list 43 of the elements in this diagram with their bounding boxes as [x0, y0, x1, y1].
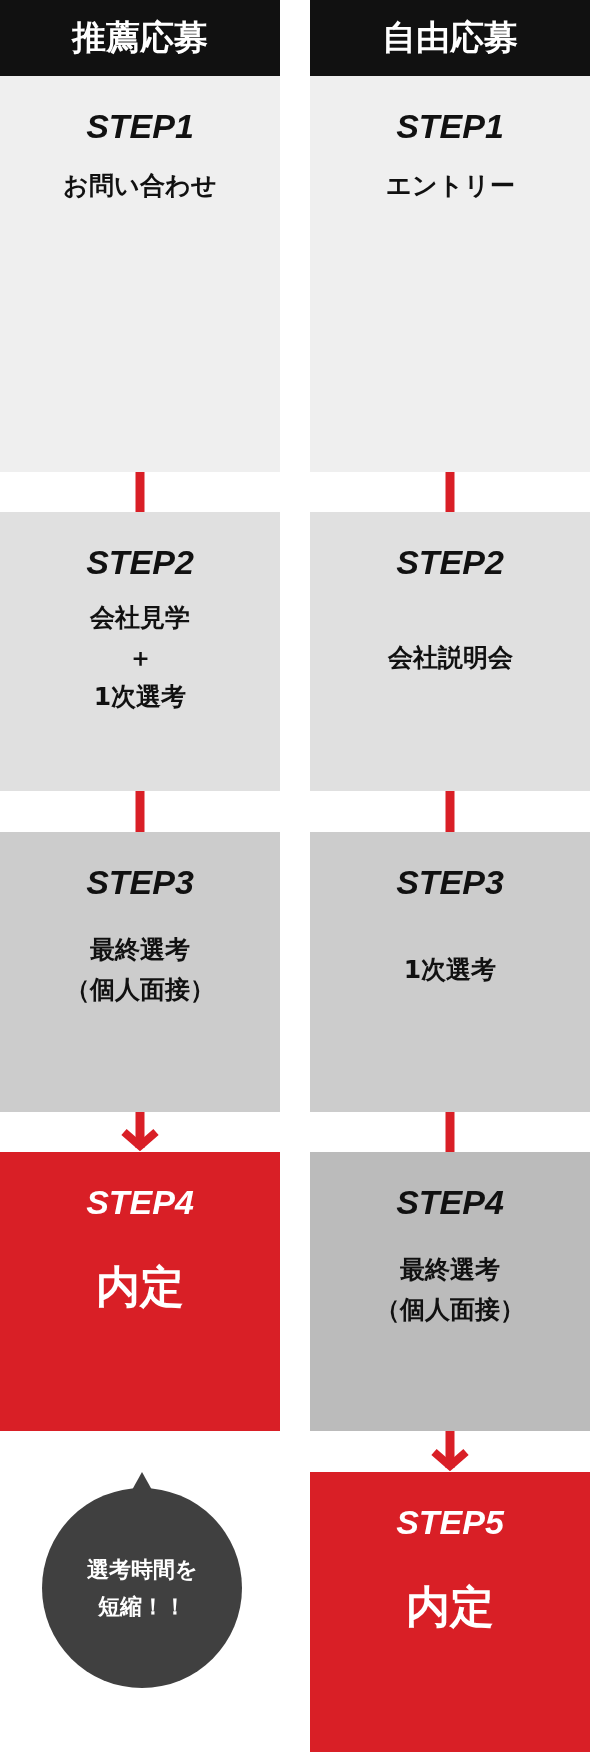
result-box [310, 1472, 590, 1752]
connector-line [445, 791, 455, 832]
header-band [310, 0, 590, 76]
step-box [310, 832, 590, 1112]
step-label: STEP2 [396, 542, 504, 583]
header-band [0, 0, 280, 76]
step-text: エントリー [385, 169, 515, 202]
step-text: 1次選考 [93, 681, 187, 714]
step-text: 最終選考 [400, 1253, 500, 1286]
step-text: ＋ [127, 641, 153, 674]
step-label: STEP4 [396, 1182, 504, 1223]
step-box [310, 76, 590, 472]
step-label: STEP1 [86, 106, 194, 147]
step-label: STEP4 [86, 1182, 194, 1223]
step-label: STEP3 [86, 862, 194, 903]
step-text: お問い合わせ [63, 169, 217, 202]
connector-line [445, 472, 455, 512]
step-box [0, 832, 280, 1112]
connector-line [445, 1112, 455, 1152]
step-label: STEP3 [396, 862, 504, 903]
arrow [120, 1112, 160, 1150]
step-text: （個人面接） [65, 973, 215, 1006]
step-label: STEP5 [396, 1502, 504, 1543]
step-label: STEP2 [86, 542, 194, 583]
step-box [0, 76, 280, 472]
arrow [430, 1431, 470, 1470]
connector-line [135, 791, 145, 832]
step-box [0, 512, 280, 791]
step-label: STEP1 [396, 106, 504, 147]
step-text: 内定 [96, 1259, 184, 1314]
step-text: 最終選考 [90, 933, 190, 966]
step-text: 会社見学 [90, 601, 190, 634]
step-text: 1次選考 [403, 953, 497, 986]
step-text: （個人面接） [375, 1293, 525, 1326]
bubble-text: 選考時間を短縮！！ [85, 1555, 199, 1621]
step-text: 会社説明会 [387, 641, 513, 674]
connector-line [135, 472, 145, 512]
header-text: 自由応募 [382, 16, 518, 60]
step-box [310, 512, 590, 791]
header-text: 推薦応募 [72, 16, 208, 60]
step-text: 内定 [406, 1579, 494, 1634]
step-box [310, 1152, 590, 1431]
result-box [0, 1152, 280, 1431]
